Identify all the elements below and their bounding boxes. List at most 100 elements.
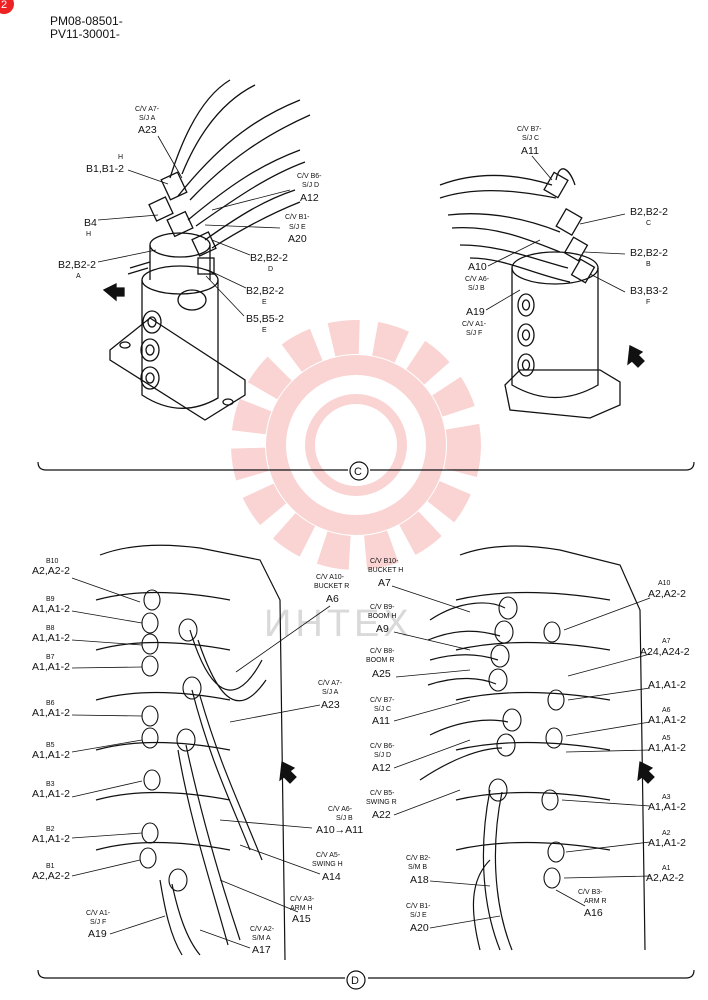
label-a1-sub-r: A1 [662,865,671,872]
label-a6: A6 [326,593,339,605]
label-cv-b6-sub-b: C/V B6- [370,743,395,750]
label-cv-b10-sub2: BUCKET H [368,567,403,574]
label-b2-main: A1,A1-2 [32,833,70,845]
model-range-line2: PV11-30001- [50,27,120,41]
label-b9: B9 [46,596,55,603]
label-cv-a1-sub2-b: S/J F [90,919,106,926]
label-b5-main: A1,A1-2 [32,749,70,761]
label-cv-a7-sub2: S/J A [139,115,156,122]
label-cv-a1-sub-b: C/V A1- [86,910,111,917]
label-a10-top: A10 [468,261,487,273]
label-cv-a2-sub2: S/M A [252,935,271,942]
label-a7-sub-r: A7 [662,638,671,645]
label-cv-a6-sub2-b: S/J B [336,815,353,822]
label-cv-b1-sub2: S/J E [289,224,306,231]
label-cv-b2-sub: C/V B2- [406,855,431,862]
label-cv-b1-sub: C/V B1- [285,214,310,221]
label-cv-a5-sub: C/V A5- [316,852,341,859]
label-a1-main-r: A1,A1-2 [648,679,686,691]
label-a22: A22 [372,809,391,821]
label-a7-main-r: A24,A24-2 [640,646,690,658]
section-d-marker: D [351,975,359,987]
label-a10-a11: A10→A11 [316,824,363,836]
label-a10-sub-r: A10 [658,580,671,587]
label-cv-a6-sub2: S/J B [468,285,485,292]
label-b2-d-sub: D [268,266,273,273]
label-a6-sub-r: A6 [662,707,671,714]
label-cv-a3-sub2: ARM H [290,905,313,912]
label-b2-a-sub: A [76,273,81,280]
label-cv-b5-sub2: SWING R [366,799,397,806]
leaders-bottom-right [391,585,651,929]
label-a7: A7 [378,577,391,589]
label-cv-b6-sub2: S/J D [302,182,319,189]
label-b10: B10 [46,558,59,565]
label-cv-b10-sub: C/V B10- [370,558,399,565]
label-b2-b: B2,B2-2 [630,247,668,259]
label-cv-a10-sub: C/V A10- [316,574,345,581]
labels-bottom-left: B10 A2,A2-2 B9 A1,A1-2 B8 A1,A1-2 B7 A1,… [32,558,363,956]
label-cv-a7-sub2-b: S/J A [322,689,339,696]
label-b10-main: A2,A2-2 [32,565,70,577]
label-a14: A14 [322,871,341,883]
label-cv-b7-sub2-b: S/J C [374,706,391,713]
label-cv-a1-sub: C/V A1- [462,321,487,328]
label-a2-sub-r: A2 [662,830,671,837]
label-b3-main: A1,A1-2 [32,788,70,800]
section-d-bracket [37,969,695,990]
label-a5-sub-r: A5 [662,735,671,742]
label-b3-f: B3,B3-2 [630,285,668,297]
swivel-joint-right [439,168,645,419]
leaders-top-right [485,155,626,311]
label-b3: B3 [46,781,55,788]
watermark-gear [231,320,481,570]
label-cv-b7-sub2: S/J C [522,135,539,142]
label-cv-a3-sub: C/V A3- [290,896,315,903]
label-a11-top: A11 [521,145,539,157]
label-cv-a7-sub: C/V A7- [135,106,160,113]
label-a25: A25 [372,668,391,680]
label-cv-b1-sub2-b: S/J E [410,912,427,919]
label-a20-b: A20 [410,922,429,934]
label-cv-b7-sub-b: C/V B7- [370,697,395,704]
label-b5-sub: E [262,327,267,334]
label-a12: A12 [300,192,319,204]
label-a10-main-r: A2,A2-2 [648,588,686,600]
label-cv-b8-sub2: BOOM R [366,657,394,664]
label-cv-b6-sub: C/V B6- [297,173,322,180]
control-valve-right [419,545,655,951]
label-a16: A16 [584,907,603,919]
label-b2-e: B2,B2-2 [246,285,284,297]
labels-bottom-right: C/V B10- BUCKET H A7 C/V B9- BOOM H A9 C… [366,558,690,934]
label-a5-main-r: A1,A1-2 [648,742,686,754]
label-a2-main-r: A1,A1-2 [648,837,686,849]
label-b6-main: A1,A1-2 [32,707,70,719]
label-b1: B1,B1-2 [86,163,124,175]
label-cv-b9-sub2: BOOM H [368,613,396,620]
label-b7-main: A1,A1-2 [32,661,70,673]
label-cv-b6-sub2-b: S/J D [374,752,391,759]
label-cv-a10-sub2: BUCKET R [314,583,349,590]
label-cv-a5-sub2: SWING H [312,861,343,868]
label-b5: B5,B5-2 [246,313,284,325]
label-cv-a7-sub-b: C/V A7- [318,680,343,687]
control-valve-left [95,544,297,961]
leaders-bottom-left [71,577,331,949]
label-cv-b1-sub-b: C/V B1- [406,903,431,910]
label-a23-b: A23 [321,699,340,711]
label-cv-a2-sub: C/V A2- [250,926,275,933]
section-c-bracket [37,461,695,481]
label-b1: B1 [46,863,55,870]
label-b6: B6 [46,700,55,707]
label-a1-main-r2: A2,A2-2 [646,872,684,884]
swivel-joint-left [102,79,311,421]
labels-top-left: C/V A7- S/J A A23 H B1,B1-2 C/V B6- S/J … [58,106,322,334]
label-b2-a: B2,B2-2 [58,259,96,271]
label-a6-main-r: A1,A1-2 [648,714,686,726]
section-c-marker: C [354,466,362,478]
label-a3-sub-r: A3 [662,794,671,801]
label-cv-a1-sub2: S/J F [466,330,482,337]
watermark-text: ИНТЕХ [264,603,413,645]
page-badge: 2 [0,0,14,14]
